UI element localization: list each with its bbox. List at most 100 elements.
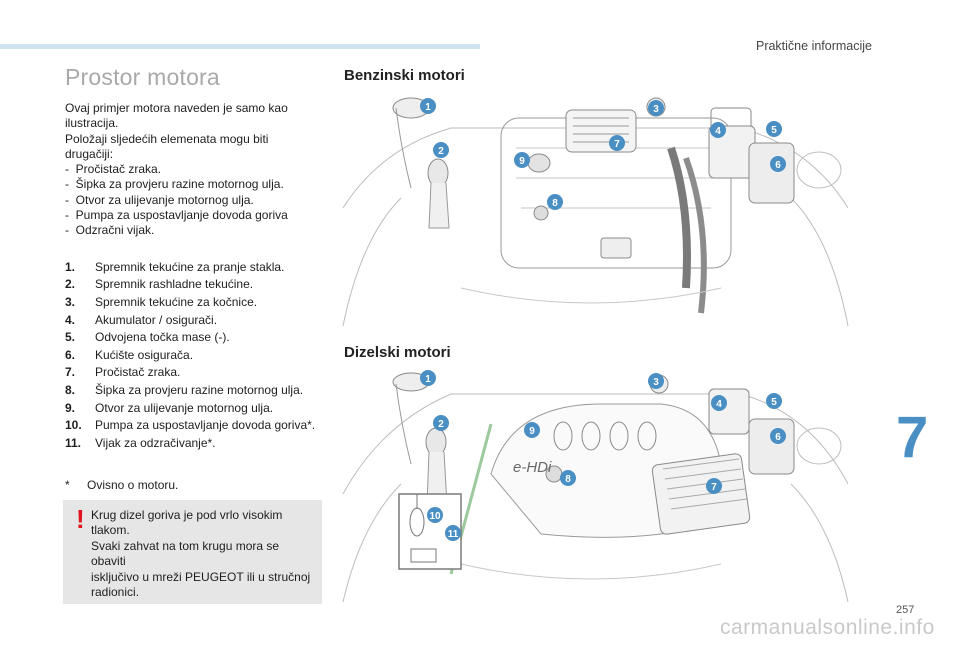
item-number: 3. (65, 294, 76, 309)
item-number: 6. (65, 347, 76, 362)
item-number: 8. (65, 382, 76, 397)
intro-text: Ovaj primjer motora naveden je samo kao … (65, 101, 325, 239)
item-text: Šipka za provjeru razine motornog ulja. (95, 382, 304, 397)
list-item: 6. Kućište osigurača. (65, 346, 330, 364)
list-item: 7. Pročistač zraka. (65, 364, 330, 382)
callout-label-3: 3 (653, 104, 659, 115)
callout-marker-2 (433, 142, 449, 158)
list-item: 3. Spremnik tekućine za kočnice. (65, 293, 330, 311)
callout-label-5: 5 (771, 125, 777, 136)
page-title: Prostor motora (65, 64, 220, 90)
callout-label-4: 4 (715, 126, 721, 137)
warning-line: radionici. (91, 585, 140, 600)
list-item: 9. Otvor za ulijevanje motornog ulja. (65, 399, 330, 417)
callout-marker-3 (648, 373, 664, 389)
intro-line: - Otvor za ulijevanje motornog ulja. (65, 192, 254, 207)
warning-line: Krug dizel goriva je pod vrlo visokim (91, 508, 283, 522)
callout-label-8: 8 (552, 198, 558, 209)
item-number: 9. (65, 400, 76, 415)
item-text: Vijak za odzračivanje*. (95, 435, 216, 450)
callout-marker-8 (560, 470, 576, 486)
callout-label-7: 7 (614, 139, 620, 150)
callout-marker-11 (445, 525, 461, 541)
diesel-callouts: 1 2 3 4 5 6 7 8 9 10 11 (420, 370, 786, 541)
callout-label-9: 9 (529, 426, 535, 437)
callout-label-6: 6 (775, 432, 781, 443)
footnote: * Ovisno o motoru. (65, 478, 178, 492)
petrol-heading: Benzinski motori (344, 67, 465, 84)
item-text: Spremnik tekućine za kočnice. (95, 294, 258, 309)
callout-marker-9 (524, 422, 540, 438)
item-text: Spremnik rashladne tekućine. (95, 277, 254, 292)
callout-label-8: 8 (565, 474, 571, 485)
petrol-callouts: 1 2 3 4 5 6 7 8 9 (420, 98, 786, 210)
callout-marker-4 (711, 395, 727, 411)
warning-icon: ! (76, 504, 85, 534)
item-text: Pumpa za uspostavljanje dovoda goriva*. (95, 418, 316, 433)
list-item: 2. Spremnik rashladne tekućine. (65, 276, 330, 294)
footnote-text: Ovisno o motoru. (87, 478, 179, 492)
list-item: 4.Akumulator / osigurači. (65, 311, 330, 329)
item-number: 7. (65, 365, 76, 380)
callout-marker-2 (433, 415, 449, 431)
callout-marker-7 (706, 478, 722, 494)
callout-marker-1 (420, 98, 436, 114)
item-text: Otvor za ulijevanje motornog ulja. (95, 400, 274, 415)
callout-label-4: 4 (716, 399, 722, 410)
warning-line: Svaki zahvat na tom krugu mora se obavit… (91, 538, 280, 569)
callout-marker-5 (766, 393, 782, 409)
intro-line: - Odzračni vijak. (65, 223, 155, 238)
callout-label-2: 2 (438, 146, 444, 157)
callout-marker-5 (766, 121, 782, 137)
callout-label-5: 5 (771, 397, 777, 408)
engine-badge: e-HDi (513, 459, 552, 476)
top-accent-bar (0, 44, 480, 49)
callout-label-7: 7 (711, 482, 717, 493)
item-number: 2. (65, 277, 76, 292)
callout-marker-9 (514, 152, 530, 168)
warning-text: Krug dizel goriva je pod vrlo visokim tl… (91, 508, 317, 600)
diesel-engine-illustration: e-HDi 1 2 3 4 5 6 7 8 9 10 11 (342, 370, 849, 603)
footnote-mark: * (65, 478, 70, 492)
callout-label-11: 11 (448, 529, 459, 540)
item-number: 4. (65, 312, 76, 327)
list-item: 1. Spremnik tekućine za pranje stakla. (65, 258, 330, 276)
item-text: Pročistač zraka. (95, 365, 181, 380)
callout-label-2: 2 (438, 419, 444, 430)
callout-marker-4 (710, 122, 726, 138)
callout-marker-10 (427, 507, 443, 523)
diesel-heading: Dizelski motori (344, 344, 451, 361)
list-item: 11. Vijak za odzračivanje*. (65, 434, 330, 452)
callout-marker-8 (547, 194, 563, 210)
warning-line: isključivo u mreži PEUGEOT ili u stručno… (91, 569, 311, 584)
section-header: Praktične informacije (755, 39, 872, 53)
callout-label-10: 10 (429, 511, 441, 522)
warning-line: tlakom. (91, 523, 130, 538)
list-item: 5. Odvojena točka mase (-). (65, 328, 330, 346)
callout-label-9: 9 (519, 156, 525, 167)
item-number: 5. (65, 330, 76, 345)
callout-label-1: 1 (425, 374, 431, 385)
watermark: carmanualsonline.info (720, 616, 935, 639)
callout-marker-7 (609, 135, 625, 151)
intro-line: - Šipka za provjeru razine motornog ulja… (65, 177, 284, 192)
component-list: 1. Spremnik tekućine za pranje stakla. 2.… (65, 258, 330, 452)
intro-line: - Pumpa za uspostavljanje dovoda goriva (65, 208, 288, 223)
warning-box: ! Krug dizel goriva je pod vrlo visokim … (63, 500, 322, 604)
callout-label-3: 3 (653, 377, 659, 388)
item-text: Spremnik tekućine za pranje stakla. (95, 259, 285, 274)
item-number: 1. (65, 259, 76, 274)
item-number: 11. (65, 435, 82, 450)
intro-line: Položaji sljedećih elemenata mogu biti (65, 131, 269, 146)
intro-line: ilustracija. (65, 116, 119, 131)
intro-line: Ovaj primjer motora naveden je samo kao (65, 101, 288, 115)
callout-marker-6 (770, 156, 786, 172)
item-text: Kućište osigurača. (95, 347, 194, 362)
item-number: 10. (65, 418, 82, 433)
list-item: 10. Pumpa za uspostavljanje dovoda goriva… (65, 416, 330, 434)
callout-marker-3 (648, 100, 664, 116)
callout-label-6: 6 (775, 160, 781, 171)
list-item: 8. Šipka za provjeru razine motornog ulja… (65, 381, 330, 399)
item-text: Odvojena točka mase (-). (95, 330, 230, 345)
intro-line: drugačiji: (65, 146, 114, 161)
